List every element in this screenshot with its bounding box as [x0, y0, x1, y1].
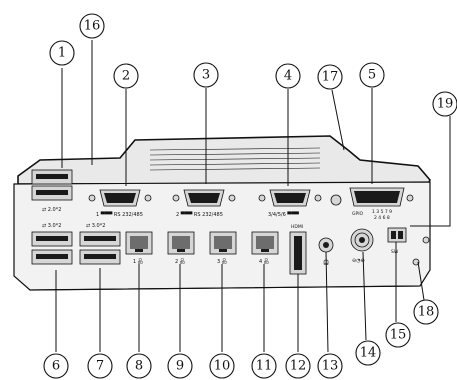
- callout-3: 3: [193, 62, 219, 88]
- svg-text:5: 5: [368, 68, 376, 83]
- svg-text:9: 9: [176, 359, 184, 374]
- callout-4: 4: [275, 63, 301, 89]
- svg-text:4: 4: [284, 69, 292, 84]
- svg-text:⊖◔⊕: ⊖◔⊕: [352, 258, 365, 264]
- svg-text:1: 1: [58, 46, 66, 61]
- lan-port-3[interactable]: [209, 231, 237, 255]
- callout-7: 7: [87, 353, 113, 379]
- lan2-label: 2 品: [175, 259, 185, 265]
- callout-10: 10: [209, 353, 235, 379]
- gpio-pins2-label: 2 4 6 8: [374, 215, 390, 221]
- lan3-label: 3 品: [217, 259, 227, 265]
- lan4-label: 4 品: [259, 259, 269, 265]
- svg-text:2: 2: [122, 69, 130, 84]
- callout-9: 9: [167, 353, 193, 379]
- svg-text:19: 19: [437, 97, 454, 112]
- usb3-port-group-left: ⇄ 3.0*2: [31, 223, 73, 265]
- usb2-port-group: ⇄ 2.0*2: [31, 169, 73, 213]
- dip-switch[interactable]: [387, 227, 407, 243]
- round-button[interactable]: [330, 194, 342, 206]
- lan1-label: 1 品: [133, 259, 143, 265]
- ground-screw: [412, 258, 420, 266]
- callout-17: 17: [317, 64, 343, 90]
- svg-text:16: 16: [84, 19, 101, 34]
- led-indicator: [422, 236, 430, 244]
- svg-text:6: 6: [52, 359, 60, 374]
- chassis-top: [17, 135, 431, 185]
- sw-label: SW: [391, 249, 399, 255]
- callouts: 1 16 2 3 4 17 5 19 6 7 8 9 10 11 12 13 1…: [43, 13, 457, 379]
- gpio-label: GPIO: [352, 211, 364, 217]
- callout-11: 11: [251, 353, 277, 379]
- usb3-port-group-right: ⇄ 3.0*2: [79, 223, 121, 265]
- svg-text:14: 14: [360, 346, 377, 361]
- callout-12: 12: [285, 353, 311, 379]
- hdmi-port[interactable]: [289, 231, 307, 275]
- com-port-3456[interactable]: [258, 189, 322, 207]
- power-jack[interactable]: ⊖◔⊕: [350, 228, 374, 264]
- callout-15: 15: [385, 322, 411, 348]
- callout-19: 19: [432, 91, 457, 117]
- callout-14: 14: [355, 340, 381, 366]
- svg-text:3: 3: [202, 68, 210, 83]
- com2-label: 2 ▀▀▀ RS 232/485: [176, 211, 223, 218]
- com1-label: 1 ▀▀▀ RS 232/485: [96, 211, 143, 218]
- usb3-left-label: ⇄ 3.0*2: [42, 223, 61, 229]
- svg-text:15: 15: [390, 328, 407, 343]
- usb2-label: ⇄ 2.0*2: [42, 207, 61, 213]
- gpio-port[interactable]: [349, 187, 414, 207]
- heatsink-fins: [149, 147, 321, 171]
- lan-port-4[interactable]: [251, 231, 279, 255]
- gpio-pins-label: 1 3 5 7 9: [372, 209, 392, 215]
- callout-16: 16: [79, 13, 105, 39]
- callout-8: 8: [126, 353, 152, 379]
- svg-text:18: 18: [418, 305, 435, 320]
- svg-text:17: 17: [322, 70, 339, 85]
- svg-text:11: 11: [256, 359, 273, 374]
- svg-text:12: 12: [290, 359, 307, 374]
- svg-text:8: 8: [135, 359, 143, 374]
- usb3-right-label: ⇄ 3.0*2: [86, 223, 105, 229]
- svg-text:13: 13: [322, 359, 339, 374]
- svg-text:7: 7: [96, 359, 104, 374]
- svg-text:10: 10: [214, 359, 231, 374]
- com-port-2[interactable]: [172, 189, 236, 207]
- callout-18: 18: [413, 299, 439, 325]
- com3-label: 3/4/5/6 ▀▀▀: [268, 211, 299, 218]
- lan-port-2[interactable]: [167, 231, 195, 255]
- leader-lines: [55, 40, 451, 353]
- callout-6: 6: [43, 353, 69, 379]
- callout-13: 13: [317, 353, 343, 379]
- callout-2: 2: [113, 63, 139, 89]
- callout-1: 1: [49, 40, 75, 66]
- callout-5: 5: [359, 62, 385, 88]
- lan-port-1[interactable]: [125, 231, 153, 255]
- com-port-1[interactable]: [88, 189, 152, 207]
- hdmi-label: HDMI: [291, 224, 303, 230]
